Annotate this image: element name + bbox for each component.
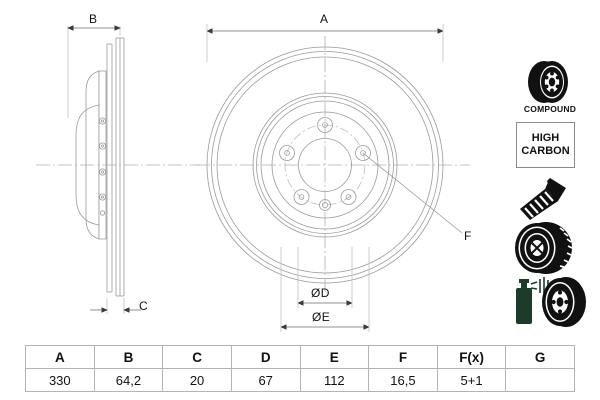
technical-drawing-svg: [36, 24, 470, 332]
dimension-label-a: A: [320, 12, 329, 26]
table-value-fx: 5+1: [436, 368, 507, 392]
front-view-disc: [206, 36, 463, 300]
feature-icon-sidebar: COMPOUND HIGH CARBON: [500, 50, 600, 340]
compound-caption: COMPOUND: [523, 104, 577, 114]
table-value-b: 64,2: [93, 368, 164, 392]
table-header-d: D: [230, 345, 301, 369]
table-value-a: 330: [25, 368, 95, 392]
table-header-e: E: [299, 345, 370, 369]
table-value-e: 112: [299, 368, 370, 392]
table-value-g: [505, 368, 575, 392]
table-header-a: A: [25, 345, 95, 369]
dimension-label-f: F: [464, 229, 472, 243]
spray-can-coating-icon: [510, 274, 586, 328]
compound-disc-icon: [518, 58, 582, 106]
table-header-c: C: [162, 345, 232, 369]
table-header-g: G: [505, 345, 575, 369]
dimension-label-e: ØE: [312, 310, 331, 324]
dimension-label-d: ØD: [311, 286, 330, 300]
dimension-line-a: [206, 24, 444, 62]
dimension-label-b: B: [89, 12, 98, 26]
table-header-f: F: [368, 345, 438, 369]
dimension-line-d: [297, 247, 353, 308]
table-value-d: 67: [230, 368, 301, 392]
dimension-line-e: [280, 247, 370, 332]
countersunk-screw-icon: [514, 176, 576, 224]
table-header-fx: F(x): [436, 345, 507, 369]
table-value-c: 20: [162, 368, 232, 392]
table-value-f: 16,5: [368, 368, 438, 392]
high-carbon-badge: HIGH CARBON: [516, 122, 575, 168]
table-header-row: A B C D E F F(x) G: [25, 345, 575, 369]
table-value-row: 330 64,2 20 67 112 16,5 5+1: [25, 368, 575, 392]
table-header-b: B: [93, 345, 164, 369]
high-carbon-line-1: HIGH: [531, 132, 560, 144]
high-carbon-line-2: CARBON: [521, 145, 570, 157]
side-section-view: [67, 26, 125, 314]
dimension-label-c: C: [139, 299, 149, 313]
vented-brake-disc-icon: [512, 220, 580, 276]
dimension-table: A B C D E F F(x) G 330 64,2 20 67 112 16…: [25, 345, 575, 392]
